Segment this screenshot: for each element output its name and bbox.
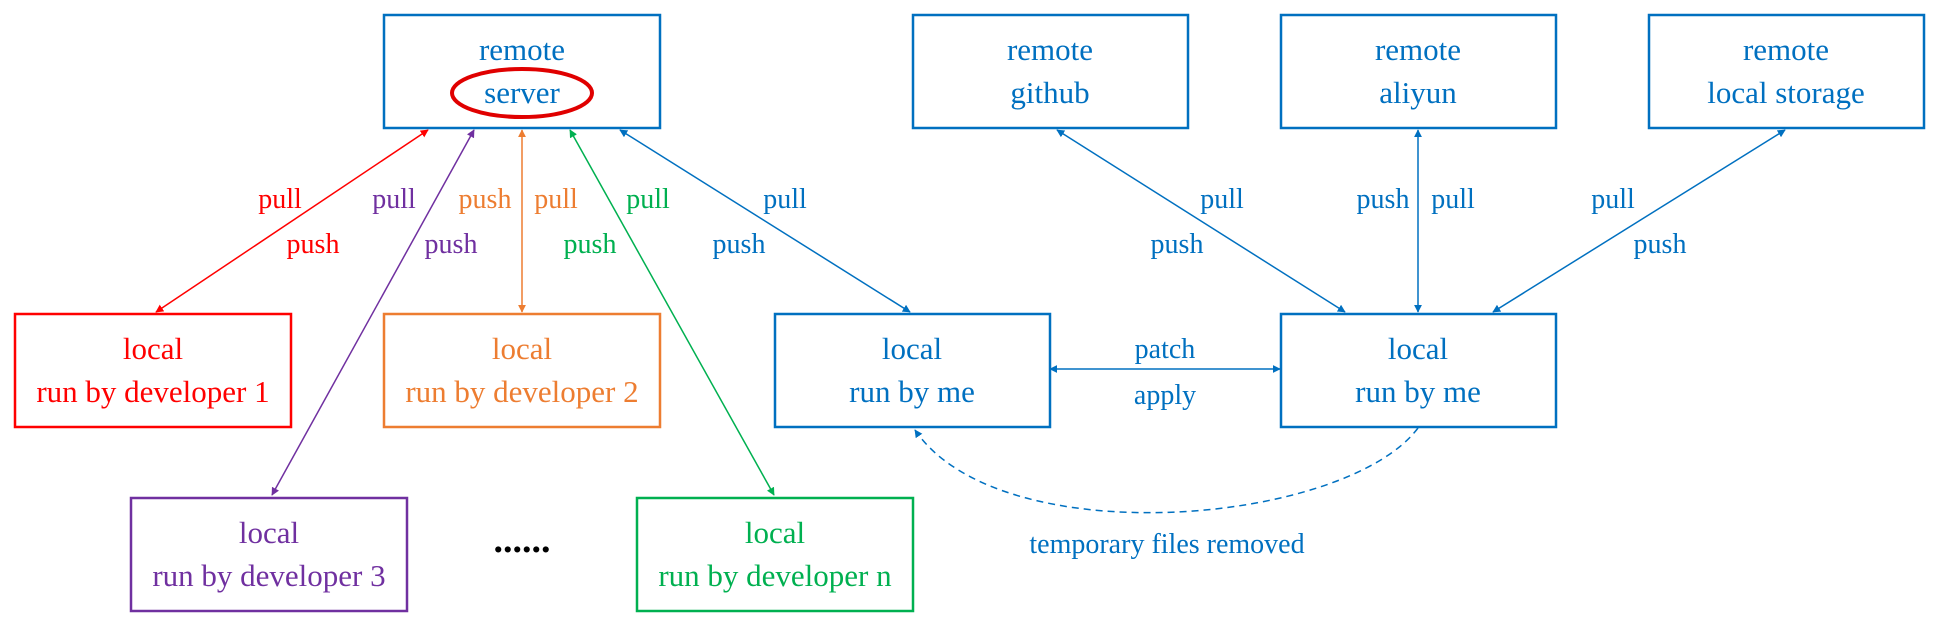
node-local-me-right-line2: run by me <box>1355 374 1481 409</box>
edge-devn-pull-label: pull <box>626 184 670 215</box>
server-highlight-ellipse <box>450 67 594 119</box>
connector-dev3-server <box>271 129 475 496</box>
node-local-developer-n-line2: run by developer n <box>658 558 892 593</box>
edge-temporary-files-removed-label: temporary files removed <box>1029 529 1304 560</box>
edge-me-aliyun-push-label: push <box>1357 184 1410 215</box>
node-local-me-left: local run by me <box>773 312 1052 429</box>
node-remote-aliyun: remote aliyun <box>1279 13 1558 130</box>
edge-apply-label: apply <box>1134 380 1196 411</box>
more-developers-ellipsis: ...... <box>494 519 551 561</box>
edge-dev2-push-label: push <box>459 184 512 215</box>
edge-me-server-pull-label: pull <box>763 184 807 215</box>
edge-me-github-pull-label: pull <box>1200 184 1244 215</box>
node-remote-aliyun-line2: aliyun <box>1379 75 1457 110</box>
edge-dev1-pull-label: pull <box>258 184 302 215</box>
node-local-me-left-line2: run by me <box>849 374 975 409</box>
node-remote-server: remote server <box>382 13 662 130</box>
edge-patch-label: patch <box>1135 334 1196 365</box>
node-local-developer-2-line2: run by developer 2 <box>405 374 638 409</box>
edge-me-local-storage-pull-label: pull <box>1591 184 1635 215</box>
connector-me-server <box>619 129 911 313</box>
node-local-me-right-line1: local <box>1388 331 1448 366</box>
node-local-developer-1-line1: local <box>123 331 183 366</box>
node-remote-github-line2: github <box>1010 75 1089 110</box>
node-remote-github-line1: remote <box>1007 32 1093 67</box>
connector-me-github <box>1056 129 1346 313</box>
edge-me-local-storage-push-label: push <box>1634 229 1687 260</box>
connector-dev1-server <box>155 129 429 313</box>
node-local-developer-2-line1: local <box>492 331 552 366</box>
edge-dev3-push-label: push <box>425 229 478 260</box>
node-local-developer-n: local run by developer n <box>635 496 915 613</box>
edge-me-github-push-label: push <box>1151 229 1204 260</box>
edge-me-aliyun-pull-label: pull <box>1431 184 1475 215</box>
node-local-me-right: local run by me <box>1279 312 1558 429</box>
node-local-developer-1: local run by developer 1 <box>13 312 293 429</box>
node-remote-github: remote github <box>911 13 1190 130</box>
node-local-developer-2: local run by developer 2 <box>382 312 662 429</box>
node-remote-local-storage: remote local storage <box>1647 13 1926 130</box>
edge-dev3-pull-label: pull <box>372 184 416 215</box>
edge-dev2-pull-label: pull <box>534 184 578 215</box>
node-local-developer-1-line2: run by developer 1 <box>36 374 269 409</box>
connector-me-local-storage <box>1492 129 1786 313</box>
connector-devn-server <box>569 129 775 496</box>
node-remote-aliyun-line1: remote <box>1375 32 1461 67</box>
node-local-developer-3-line2: run by developer 3 <box>152 558 385 593</box>
node-local-me-left-line1: local <box>882 331 942 366</box>
edge-devn-push-label: push <box>564 229 617 260</box>
node-remote-local-storage-line2: local storage <box>1707 75 1865 110</box>
connector-temporary-files-removed <box>914 427 1419 514</box>
node-local-developer-3-line1: local <box>239 515 299 550</box>
edge-dev1-push-label: push <box>287 229 340 260</box>
edge-me-server-push-label: push <box>713 229 766 260</box>
node-remote-server-line2: server <box>484 75 560 110</box>
node-local-developer-n-line1: local <box>745 515 805 550</box>
node-remote-local-storage-line1: remote <box>1743 32 1829 67</box>
node-local-developer-3: local run by developer 3 <box>129 496 409 613</box>
node-remote-server-line1: remote <box>479 32 565 67</box>
